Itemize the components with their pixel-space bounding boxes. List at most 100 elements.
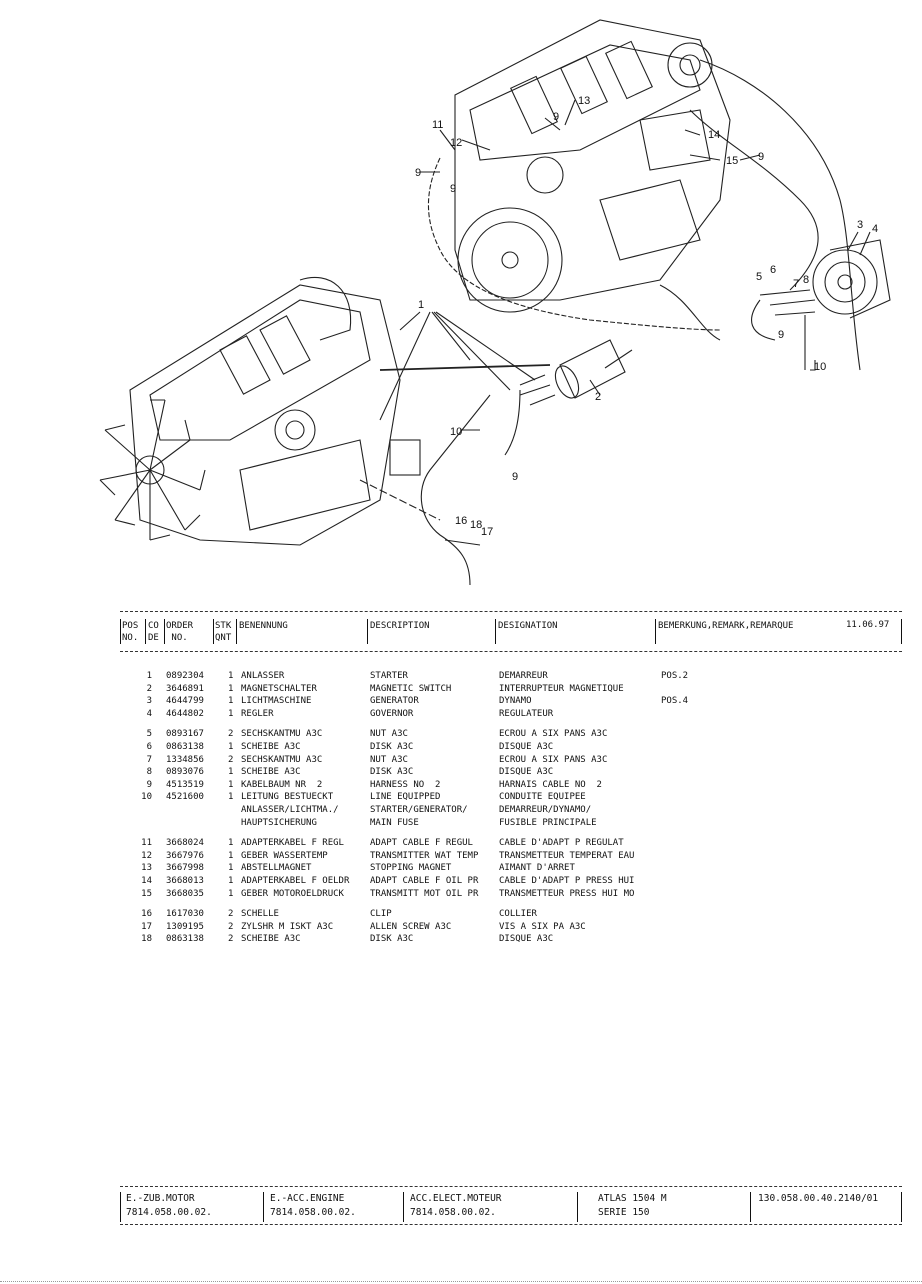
- part-designation-fr: COLLIER: [499, 909, 537, 920]
- part-order-no: 4644799: [166, 696, 204, 707]
- part-designation-fr: DEMARREUR/DYNAMO/: [499, 804, 592, 815]
- part-qty: 1: [228, 741, 234, 752]
- part-name-de: SCHEIBE A3C: [241, 741, 301, 752]
- part-qty: 1: [228, 888, 234, 899]
- part-name-de: REGLER: [241, 708, 274, 719]
- part-description-en: STARTER/GENERATOR/: [370, 804, 468, 815]
- part-qty: 1: [228, 863, 234, 874]
- part-order-no: 0892304: [166, 671, 204, 681]
- part-pos: 1: [146, 671, 152, 681]
- part-order-no: 0863138: [166, 741, 204, 752]
- footer-divider: [577, 1192, 578, 1222]
- part-order-no: 4644802: [166, 708, 204, 719]
- part-designation-fr: DISQUE A3C: [499, 741, 554, 752]
- part-qty: 2: [228, 921, 234, 932]
- column-divider: [120, 619, 121, 644]
- part-name-de: GEBER MOTOROELDRUCK: [241, 888, 344, 899]
- callout-2: 2: [595, 391, 601, 403]
- footer-group-en: E.-ACC.ENGINE 7814.058.00.02.: [270, 1193, 356, 1218]
- callout-7: 7: [793, 278, 799, 290]
- part-order-no: 3668013: [166, 875, 204, 886]
- part-pos: 5: [146, 729, 152, 740]
- part-name-de: ADAPTERKABEL F REGL: [241, 838, 344, 849]
- part-designation-fr: DYNAMO: [499, 696, 532, 707]
- part-order-no: 3668024: [166, 838, 204, 849]
- part-name-de: MAGNETSCHALTER: [241, 683, 317, 694]
- part-name-de: ZYLSHR M ISKT A3C: [241, 921, 334, 932]
- header-order: ORDER NO.: [166, 621, 194, 643]
- part-designation-fr: TRANSMETTEUR TEMPERAT EAU: [499, 850, 635, 861]
- callout-3: 3: [857, 219, 863, 231]
- column-divider: [901, 619, 902, 644]
- part-designation-fr: ECROU A SIX PANS A3C: [499, 729, 608, 740]
- callout-4: 4: [872, 223, 878, 235]
- group-spacer: [120, 829, 910, 837]
- header-qty: STK QNT: [215, 621, 232, 643]
- part-pos: 14: [141, 875, 152, 886]
- part-description-en: TRANSMITTER WAT TEMP: [370, 850, 479, 861]
- footer-divider: [120, 1192, 121, 1222]
- callout-16: 16: [455, 515, 467, 527]
- callout-17: 17: [481, 526, 493, 538]
- callout-14: 14: [708, 129, 720, 141]
- part-description-en: ADAPT CABLE F REGUL: [370, 838, 473, 849]
- part-name-de: ABSTELLMAGNET: [241, 863, 312, 874]
- part-name-de: KABELBAUM NR 2: [241, 779, 323, 790]
- part-description-en: ALLEN SCREW A3C: [370, 921, 452, 932]
- part-name-de: ADAPTERKABEL F OELDR: [241, 875, 350, 886]
- part-description-en: DISK A3C: [370, 741, 414, 752]
- callout-9: 9: [778, 329, 784, 341]
- exploded-view-illustration: 1 2 3 4 5 6 7 8 9 9 9 9 9 9 10 10 11 12 …: [0, 0, 922, 605]
- part-description-en: GOVERNOR: [370, 708, 414, 719]
- part-pos: 13: [141, 863, 152, 874]
- part-qty: 1: [228, 683, 234, 694]
- part-name-de: SECHSKANTMU A3C: [241, 754, 323, 765]
- footer-page-number: 130.058.00.40.2140/01: [758, 1193, 879, 1204]
- column-divider: [236, 619, 237, 644]
- column-divider: [655, 619, 656, 644]
- part-name-de: SCHELLE: [241, 909, 279, 920]
- footer-top-rule: [120, 1186, 902, 1187]
- group-spacer: [120, 720, 910, 728]
- part-pos: 11: [141, 838, 152, 849]
- part-qty: 1: [228, 875, 234, 886]
- callout-15: 15: [726, 155, 738, 167]
- part-name-de: ANLASSER/LICHTMA./: [241, 804, 339, 815]
- part-qty: 1: [228, 792, 234, 803]
- footer-group-fr: ACC.ELECT.MOTEUR 7814.058.00.02.: [410, 1193, 502, 1218]
- part-qty: 1: [228, 850, 234, 861]
- part-remark: POS.2: [661, 671, 689, 681]
- part-designation-fr: HARNAIS CABLE NO 2: [499, 779, 602, 790]
- part-description-en: NUT A3C: [370, 754, 408, 765]
- header-benennung: BENENNUNG: [239, 621, 288, 631]
- part-order-no: 3667976: [166, 850, 204, 861]
- part-pos: 18: [141, 934, 152, 945]
- part-designation-fr: AIMANT D'ARRET: [499, 863, 575, 874]
- header-designation: DESIGNATION: [498, 621, 558, 631]
- part-name-de: SCHEIBE A3C: [241, 767, 301, 778]
- part-name-de: LICHTMASCHINE: [241, 696, 312, 707]
- header-bottom-rule: [120, 651, 902, 652]
- callout-9: 9: [512, 471, 518, 483]
- part-qty: 2: [228, 754, 234, 765]
- table-row: ANLASSER/LICHTMA./ STARTER/GENERATOR/DEMA…: [120, 804, 910, 817]
- footer-bottom-rule: [120, 1224, 902, 1225]
- part-description-en: HARNESS NO 2: [370, 779, 441, 790]
- footer-model: ATLAS 1504 M SERIE 150: [598, 1193, 667, 1218]
- part-order-no: 4513519: [166, 779, 204, 790]
- part-order-no: 3646891: [166, 683, 204, 694]
- callout-9: 9: [415, 167, 421, 179]
- part-designation-fr: VIS A SIX PA A3C: [499, 921, 586, 932]
- footer-divider: [901, 1192, 902, 1222]
- callout-13: 13: [578, 95, 590, 107]
- column-divider: [164, 619, 165, 644]
- part-description-en: LINE EQUIPPED: [370, 792, 441, 803]
- part-name-de: ANLASSER: [241, 671, 285, 681]
- part-designation-fr: CABLE D'ADAPT P PRESS HUI: [499, 875, 635, 886]
- part-pos: 12: [141, 850, 152, 861]
- part-description-en: MAIN FUSE: [370, 817, 419, 828]
